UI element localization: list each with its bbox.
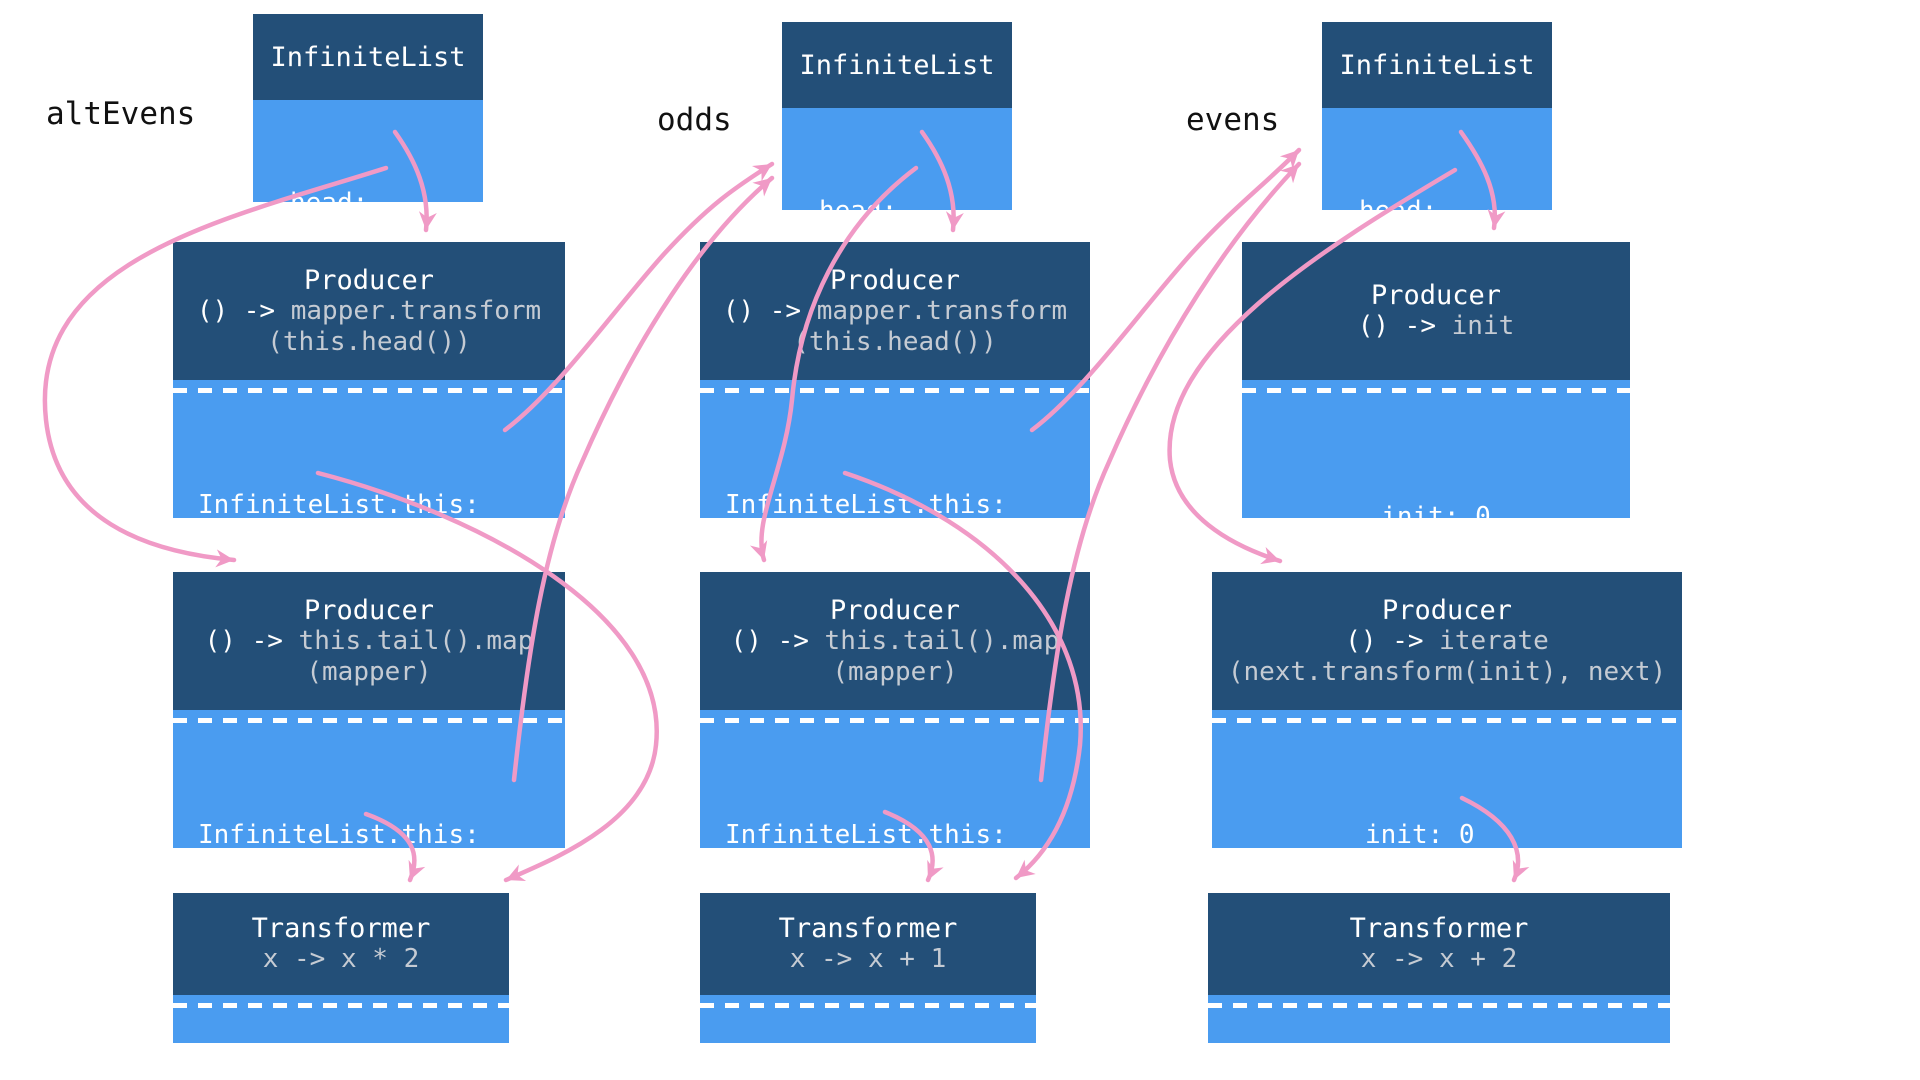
field-init: init: 0 <box>1365 820 1475 850</box>
producer1-box-altevens: Producer () -> mapper.transform (this.he… <box>173 242 565 634</box>
box-title: Transformer <box>778 913 958 944</box>
producer-body: InfiniteList.this: mapper: <box>700 710 1090 964</box>
field-infinitelist-this: InfiniteList.this: <box>725 490 1007 520</box>
dashed-divider <box>173 1003 509 1008</box>
producer2-box-evens: Producer () -> iterate (next.transform(i… <box>1212 572 1682 964</box>
box-title: Transformer <box>251 913 431 944</box>
dashed-divider <box>1208 1003 1670 1008</box>
column-label-evens: evens <box>1186 102 1280 138</box>
dashed-divider <box>700 718 1090 723</box>
transformer-body <box>173 995 509 1043</box>
field-infinitelist-this: InfiniteList.this: <box>725 820 1007 850</box>
infinitelist-box-altevens: InfiniteList head: tail: <box>253 14 483 326</box>
code-line: (this.head()) <box>793 326 997 357</box>
transformer-box-altevens: Transformer x -> x * 2 <box>173 893 509 1043</box>
field-infinitelist-this: InfiniteList.this: <box>198 490 480 520</box>
code-line: () -> init <box>1357 311 1515 341</box>
producer1-box-evens: Producer () -> init init: 0 <box>1242 242 1630 532</box>
column-label-altevens: altEvens <box>46 96 196 132</box>
code-line: x -> x + 1 <box>789 944 947 974</box>
transformer-header: Transformer x -> x * 2 <box>173 893 509 995</box>
infinitelist-header: InfiniteList <box>253 14 483 100</box>
box-title: Transformer <box>1349 913 1529 944</box>
producer1-box-odds: Producer () -> mapper.transform (this.he… <box>700 242 1090 634</box>
producer-header: Producer () -> mapper.transform (this.he… <box>173 242 565 380</box>
code-line: () -> mapper.transform <box>196 295 542 326</box>
dashed-divider <box>1212 718 1682 723</box>
dashed-divider <box>700 1003 1036 1008</box>
producer-header: Producer () -> mapper.transform (this.he… <box>700 242 1090 380</box>
dashed-divider <box>1242 388 1630 393</box>
infinitelist-box-odds: InfiniteList head: tail: <box>782 22 1012 334</box>
box-title: Producer <box>1381 594 1513 626</box>
producer-header: Producer () -> this.tail().map (mapper) <box>173 572 565 710</box>
code-line: (this.head()) <box>267 326 471 357</box>
infinitelist-body: head: tail: <box>1322 108 1552 334</box>
code-line: () -> iterate <box>1345 625 1549 656</box>
code-line: (mapper) <box>832 656 958 687</box>
producer-header: Producer () -> this.tail().map (mapper) <box>700 572 1090 710</box>
field-init: init: 0 <box>1381 502 1491 532</box>
field-infinitelist-this: InfiniteList.this: <box>198 820 480 850</box>
infinitelist-body: head: tail: <box>782 108 1012 334</box>
box-title: InfiniteList <box>270 41 466 73</box>
code-line: x -> x * 2 <box>262 944 420 974</box>
producer-body: InfiniteList.this: mapper: <box>173 710 565 964</box>
dashed-divider <box>173 718 565 723</box>
producer2-box-altevens: Producer () -> this.tail().map (mapper) … <box>173 572 565 964</box>
producer-header: Producer () -> iterate (next.transform(i… <box>1212 572 1682 710</box>
transformer-header: Transformer x -> x + 1 <box>700 893 1036 995</box>
producer-body: InfiniteList.this: mapper: <box>173 380 565 634</box>
code-line: (next.transform(init), next) <box>1227 656 1667 687</box>
code-line: (mapper) <box>306 656 432 687</box>
producer-header: Producer () -> init <box>1242 242 1630 380</box>
box-title: Producer <box>303 594 435 626</box>
box-title: Producer <box>1370 280 1502 311</box>
producer-body: InfiniteList.this: mapper: <box>700 380 1090 634</box>
transformer-box-evens: Transformer x -> x + 2 <box>1208 893 1670 1043</box>
infinitelist-body: head: tail: <box>253 100 483 326</box>
code-line: () -> mapper.transform <box>722 295 1068 326</box>
field-head: head: <box>819 196 898 226</box>
infinitelist-header: InfiniteList <box>782 22 1012 108</box>
producer-body: init: 0 <box>1242 380 1630 532</box>
code-line: () -> this.tail().map <box>730 625 1060 656</box>
producer2-box-odds: Producer () -> this.tail().map (mapper) … <box>700 572 1090 964</box>
transformer-box-odds: Transformer x -> x + 1 <box>700 893 1036 1043</box>
box-title: Producer <box>829 264 961 296</box>
dashed-divider <box>173 388 565 393</box>
box-title: InfiniteList <box>1339 49 1535 81</box>
field-head: head: <box>1359 196 1438 226</box>
column-label-odds: odds <box>657 102 732 138</box>
transformer-body <box>1208 995 1670 1043</box>
producer-body: init: 0 next: <box>1212 710 1682 964</box>
transformer-body <box>700 995 1036 1043</box>
dashed-divider <box>700 388 1090 393</box>
code-line: x -> x + 2 <box>1360 944 1518 974</box>
transformer-header: Transformer x -> x + 2 <box>1208 893 1670 995</box>
box-title: InfiniteList <box>799 49 995 81</box>
field-head: head: <box>290 188 369 218</box>
infinitelist-box-evens: InfiniteList head: tail: <box>1322 22 1552 334</box>
infinitelist-header: InfiniteList <box>1322 22 1552 108</box>
box-title: Producer <box>829 594 961 626</box>
code-line: () -> this.tail().map <box>204 625 534 656</box>
box-title: Producer <box>303 264 435 296</box>
